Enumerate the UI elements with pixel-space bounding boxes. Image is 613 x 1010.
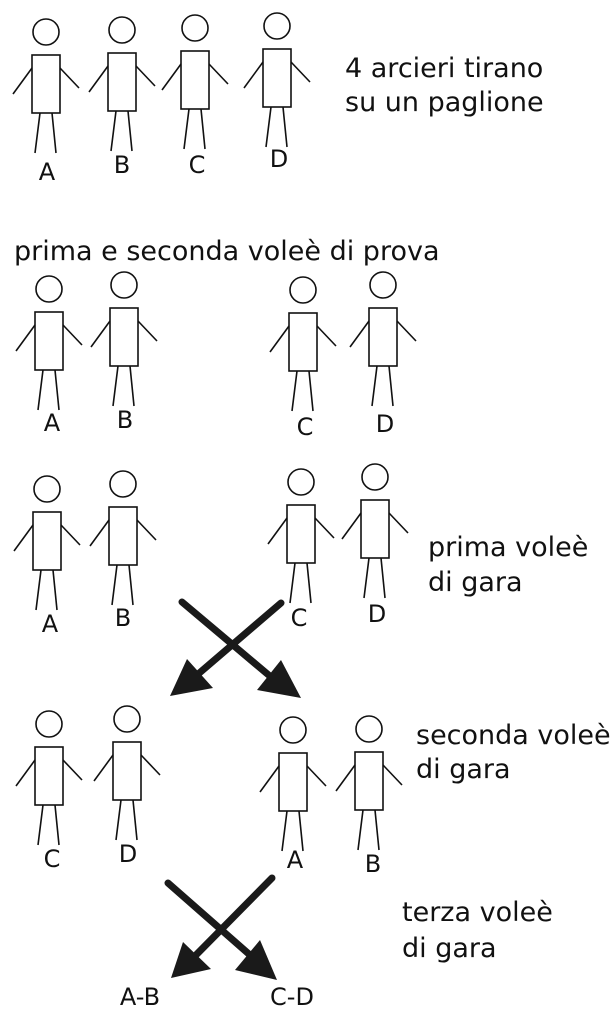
arrow-head — [170, 659, 213, 696]
intro-section: A B C D 4 arcieri tirano su un paglione — [12, 12, 544, 186]
archer-label: D — [119, 840, 137, 868]
archer-label: C — [297, 413, 314, 441]
arrow-head — [257, 660, 301, 698]
group-label: A-B — [120, 983, 160, 1010]
archer-a-figure — [15, 275, 83, 411]
archer-d-figure — [93, 705, 161, 841]
archer-label: C — [189, 151, 206, 179]
archer-label: A — [44, 409, 61, 437]
archer-label: B — [117, 406, 133, 434]
archer-b-figure — [89, 470, 157, 606]
third-end-section: A-B C-D terza voleè di gara — [120, 897, 553, 1010]
third-end-caption-line2: di gara — [402, 933, 497, 964]
group-label: C-D — [270, 983, 314, 1010]
first-end-caption-line2: di gara — [428, 567, 523, 598]
archer-d-figure — [349, 271, 417, 407]
intro-caption-line1: 4 arcieri tirano — [345, 53, 543, 84]
archer-label: D — [376, 410, 394, 438]
second-end-section: C D A B seconda voleè di gara — [15, 705, 611, 878]
archer-c-figure — [267, 468, 335, 604]
archer-label: C — [44, 845, 61, 873]
practice-section: prima e seconda voleè di prova A B C D — [14, 236, 440, 441]
arrow-line — [193, 599, 285, 679]
archer-label: A — [287, 846, 304, 874]
swap-arrows-1 — [170, 598, 301, 698]
archer-c-figure — [15, 710, 83, 846]
archer-label: B — [114, 151, 130, 179]
archer-label: D — [270, 145, 288, 173]
archer-d-figure — [341, 463, 409, 599]
arrow-line — [192, 874, 276, 959]
archer-label: C — [291, 604, 308, 632]
first-end-section: A B C D prima voleè di gara — [13, 463, 588, 638]
archer-label: A — [42, 610, 59, 638]
archer-a-figure — [12, 18, 80, 154]
swap-arrows-2 — [164, 874, 277, 980]
archer-b-figure — [90, 271, 158, 407]
archer-label: B — [365, 850, 381, 878]
archer-c-figure — [269, 276, 337, 412]
arrow-head — [235, 940, 277, 980]
archer-label: D — [368, 600, 386, 628]
archer-label: A — [39, 158, 56, 186]
archer-a-figure — [13, 475, 81, 611]
third-end-caption-line1: terza voleè — [402, 897, 553, 928]
first-end-caption-line1: prima voleè — [428, 532, 588, 563]
archer-label: B — [115, 604, 131, 632]
archer-a-figure — [259, 716, 327, 852]
archer-c-figure — [161, 14, 229, 150]
arrow-head — [171, 942, 211, 978]
archer-b-figure — [88, 16, 156, 152]
archer-b-figure — [335, 715, 403, 851]
intro-caption-line2: su un paglione — [345, 87, 544, 118]
practice-caption: prima e seconda voleè di prova — [14, 236, 440, 267]
arrow-line — [178, 598, 275, 681]
archer-d-figure — [243, 12, 311, 148]
second-end-caption-line1: seconda voleè — [416, 720, 611, 751]
second-end-caption-line2: di gara — [416, 754, 511, 785]
arrow-line — [164, 879, 254, 959]
